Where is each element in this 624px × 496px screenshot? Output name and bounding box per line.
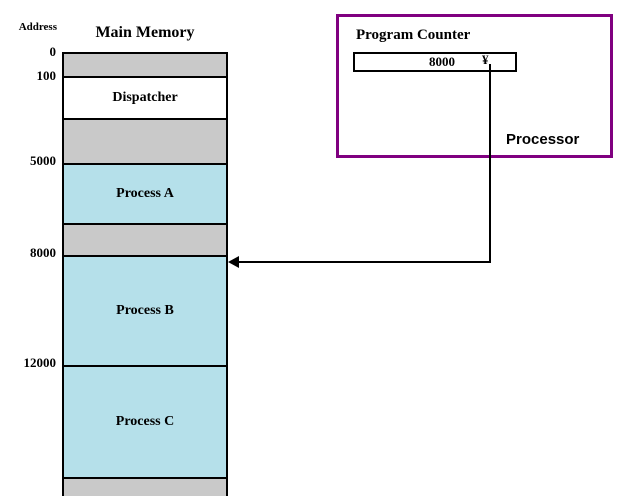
- memory-block-free-2: [64, 225, 226, 257]
- memory-block-dispatcher: Dispatcher: [64, 78, 226, 120]
- memory-block-free-bottom: [64, 479, 226, 496]
- address-tick-5000: 5000: [30, 153, 56, 168]
- pointer-arrow-vertical-line: [489, 64, 491, 263]
- address-column-label: Address: [18, 21, 57, 33]
- address-tick-12000: 12000: [23, 355, 57, 370]
- program-counter-register: 8000: [353, 52, 517, 72]
- address-tick-100: 100: [36, 68, 57, 83]
- arrow-head-icon: [228, 256, 239, 268]
- main-memory-box: Dispatcher Process A Process B Process C: [62, 52, 228, 496]
- processor-box: [336, 14, 613, 158]
- pointer-arrow-horizontal-line: [237, 261, 491, 263]
- memory-block-free-top: [64, 54, 226, 78]
- main-memory-title: Main Memory: [95, 24, 195, 41]
- memory-block-process-a: Process A: [64, 165, 226, 225]
- pointer-tail-glyph: ¥: [482, 52, 489, 67]
- memory-block-process-c: Process C: [64, 367, 226, 479]
- memory-block-free-1: [64, 120, 226, 165]
- processor-label: Processor: [506, 131, 580, 148]
- memory-block-process-b: Process B: [64, 257, 226, 367]
- address-tick-0: 0: [49, 44, 57, 59]
- program-counter-label: Program Counter: [356, 27, 471, 43]
- address-tick-8000: 8000: [30, 245, 56, 260]
